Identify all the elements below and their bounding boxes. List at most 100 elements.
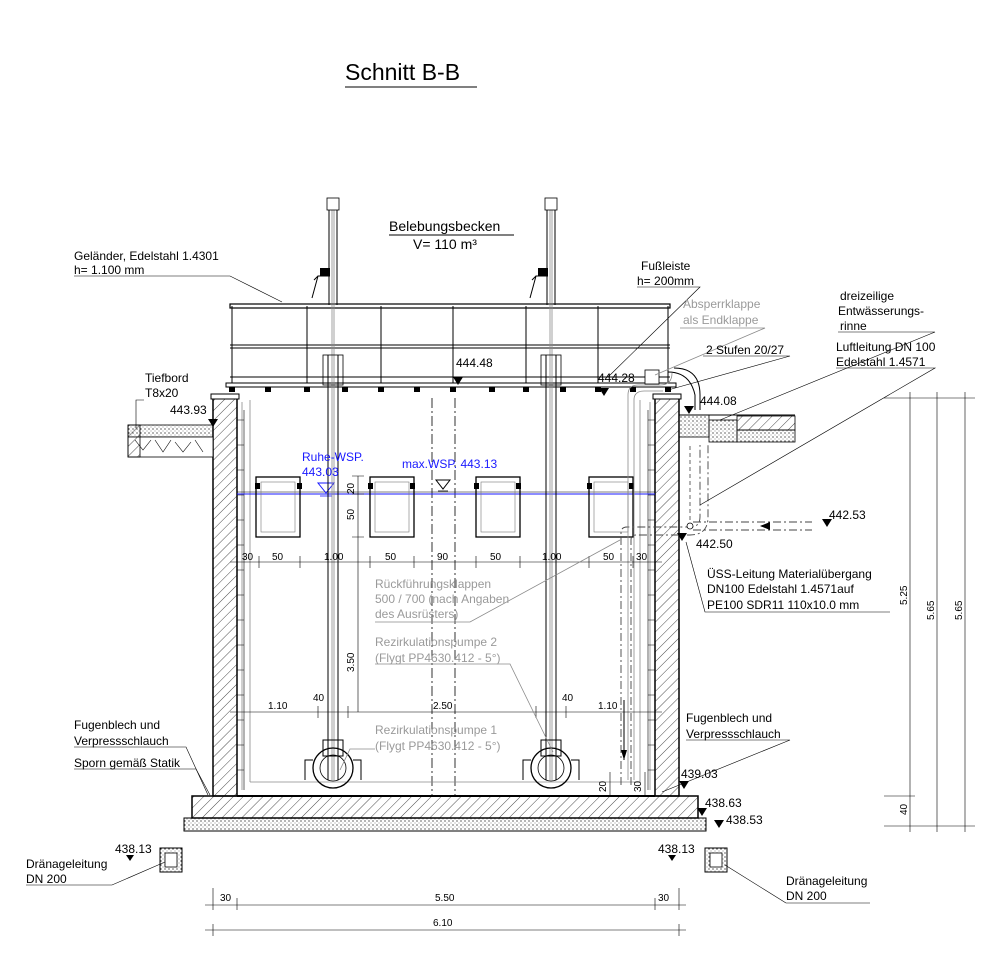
dim-bottom-610: 6.10: [433, 918, 453, 929]
dim-v-50: 50: [346, 508, 357, 520]
label-drain-left-2: DN 200: [26, 872, 67, 886]
return-flaps: [255, 476, 634, 538]
label-flaps-2: 500 / 700 (nach Angaben: [375, 592, 509, 606]
dim-r1-6: 1.00: [542, 552, 562, 563]
dim-r1-7: 50: [603, 552, 615, 563]
level-drain-right: 438.13: [658, 842, 695, 856]
label-railing-1: Geländer, Edelstahl 1.4301: [74, 249, 219, 263]
label-kickboard-2: h= 200mm: [637, 274, 694, 288]
level-texts: 444.48 444.28 443.93 444.08 442.53 442.5…: [115, 356, 866, 856]
dim-v-350: 3.50: [346, 652, 357, 672]
dim-v-20b: 20: [598, 780, 609, 792]
label-railing-2: h= 1.100 mm: [74, 263, 144, 277]
label-kickboard-1: Fußleiste: [641, 259, 691, 273]
pump-2-assembly: [304, 197, 362, 789]
level-pipe-in: 442.53: [829, 508, 866, 522]
label-drain-right-1: Dränageleitung: [786, 874, 867, 888]
label-kerb-1: Tiefbord: [145, 371, 189, 385]
label-joint-right-2: Verpressschlauch: [686, 727, 781, 741]
label-flaps-3: des Ausrüsters): [375, 607, 458, 621]
title-block: Schnitt B-B Belebungsbecken V= 110 m³: [345, 59, 514, 252]
dim-right-565a: 5.65: [926, 600, 937, 620]
label-airline-1: Luftleitung DN 100: [836, 340, 936, 354]
pump-2-impeller: [312, 747, 354, 789]
basin-interior: [237, 398, 655, 796]
label-joint-left-2: Verpressschlauch: [74, 734, 169, 748]
dim-right-565b: 5.65: [954, 600, 965, 620]
ladder-left: [237, 410, 245, 790]
dim-r1-5: 50: [490, 552, 502, 563]
flap-3: [475, 476, 521, 538]
dim-r1-3: 50: [385, 552, 397, 563]
level-kerb: 443.93: [170, 403, 207, 417]
level-pipe-out: 442.50: [696, 537, 733, 551]
annotations: Geländer, Edelstahl 1.4301 h= 1.100 mm F…: [26, 249, 936, 903]
flap-4: [588, 476, 634, 538]
dimension-texts: 30 50 1.00 50 90 50 1.00 50 30 1.10 40 2…: [220, 482, 965, 929]
label-joint-left-1: Fugenblech und: [74, 718, 160, 732]
ground-right: [678, 414, 796, 443]
dim-right-40: 40: [899, 803, 910, 815]
label-pump1-2: (Flygt PP4630.412 - 5°): [375, 739, 501, 753]
level-bottom-2: 438.53: [726, 813, 763, 827]
label-shutoff-2: als Endklappe: [683, 313, 759, 327]
label-gutter-3: rinne: [840, 319, 867, 333]
pump-1-assembly: [522, 197, 580, 789]
level-marker-top: [453, 377, 463, 385]
label-overflow-2: DN100 Edelstahl 1.4571auf: [707, 582, 854, 596]
flap-2: [369, 476, 415, 538]
level-ground-right: 444.08: [700, 394, 737, 408]
railing-posts: [231, 306, 669, 392]
label-joint-right-1: Fugenblech und: [686, 711, 772, 725]
label-gutter-2: Entwässerungs-: [838, 304, 924, 318]
overflow-pipe: [620, 367, 812, 785]
label-overflow-1: ÜSS-Leitung Materialübergang: [707, 567, 872, 581]
label-spur: Sporn gemäß Statik: [74, 756, 181, 770]
label-airline-2: Edelstahl 1.4571: [836, 355, 926, 369]
leader-lines: [26, 275, 937, 904]
dim-r1-0: 30: [242, 552, 254, 563]
dim-r2-4: 1.10: [598, 701, 618, 712]
label-rest-wl-2: 443.03: [302, 465, 339, 479]
right-wall: [654, 397, 680, 797]
ladder-right: [647, 410, 655, 790]
left-wall: [212, 397, 238, 797]
label-shutoff-1: Absperrklappe: [683, 297, 761, 311]
dim-r1-2: 1.00: [324, 552, 344, 563]
level-top-right: 444.28: [598, 371, 635, 385]
dim-r2-2: 2.50: [433, 701, 453, 712]
label-drain-right-2: DN 200: [786, 889, 827, 903]
label-flaps-1: Rückführungsklappen: [375, 577, 491, 591]
railing: [225, 303, 677, 392]
label-pump2-1: Rezirkulationspumpe 2: [375, 635, 497, 649]
label-pump1-1: Rezirkulationspumpe 1: [375, 723, 497, 737]
level-markers: [126, 377, 832, 861]
level-floor-in: 439.03: [681, 767, 718, 781]
blinding-layer: [183, 817, 707, 832]
dim-r2-3: 40: [562, 693, 574, 704]
dim-v-20: 20: [346, 482, 357, 494]
label-drain-left-1: Dränageleitung: [26, 857, 107, 871]
dimension-lines: [205, 392, 975, 936]
dim-r1-8: 30: [636, 552, 648, 563]
dim-r2-0: 1.10: [268, 701, 288, 712]
rest-wl-marker: [316, 482, 336, 494]
walkway-clamps: [229, 387, 671, 392]
label-steps: 2 Stufen 20/27: [706, 343, 784, 357]
flap-1: [255, 476, 301, 538]
level-drain-left: 438.13: [115, 842, 152, 856]
label-pump2-2: (Flygt PP4630.412 - 5°): [375, 651, 501, 665]
label-overflow-3: PE100 SDR11 110x10.0 mm: [707, 598, 859, 612]
drain-pipes: [159, 847, 728, 873]
dim-bottom-550: 5.50: [435, 893, 455, 904]
label-kerb-2: T8x20: [145, 386, 179, 400]
dim-r1-1: 50: [272, 552, 284, 563]
dim-r2-1: 40: [313, 693, 325, 704]
max-wl-marker: [434, 479, 452, 490]
dim-bottom-30b: 30: [658, 893, 670, 904]
label-max-wl: max.WSP. 443.13: [402, 457, 497, 471]
base-slab: [191, 795, 699, 819]
dim-v-30b: 30: [633, 780, 644, 792]
dim-right-525: 5.25: [899, 585, 910, 605]
